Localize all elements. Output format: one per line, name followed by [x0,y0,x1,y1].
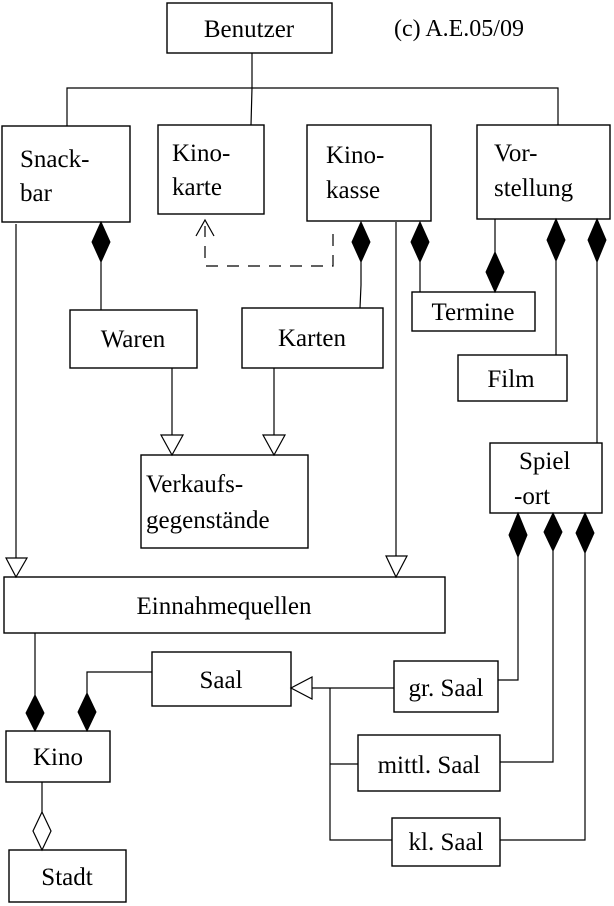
generalization-arrow-saal [289,676,313,700]
composition-diamond-spielort-kl-saal [575,511,595,555]
labels: (c) A.E.05/09 Benutzer Snack- bar Kino- … [20,16,577,891]
kino-label-line-1: Kino [33,744,83,771]
composition-diamond-vorstellung-termine [485,250,505,294]
composition-diamond-spielort-gr-saal [508,511,528,559]
karten-label-line-1: Karten [278,325,347,352]
composition-diamond-vorstellung-film [546,217,566,263]
benutzer-label: Benutzer [204,16,295,43]
kinokarte-label-line-2: karte [172,174,222,201]
stadt-label-line-1: Stadt [41,864,92,891]
connectors [15,53,598,841]
kinokasse-label-line-2: kasse [326,177,380,204]
termine-label-line-1: Termine [432,299,515,326]
benutzer-box [166,2,333,54]
composition-diamond-snackbar-waren [91,220,111,264]
composition-diamond-kino-einnahmequellen [25,693,45,733]
spielort-label-line-1: Spiel [519,448,570,475]
waren-box [69,309,198,369]
vorstellung-label-line-1: Vor- [494,140,537,167]
composition-diamond-vorstellung-spielort [587,217,607,264]
line-benutzer-snackbar [66,87,252,126]
vorstellung-box [476,124,611,220]
generalization-arrow-snackbar [5,557,29,579]
spielort-label-line-2: -ort [514,483,550,510]
einnahmequellen-label: Einnahmequellen [137,593,312,620]
karten-label: Karten [278,325,347,352]
generalization-arrow-kinokasse [385,555,408,579]
waren-label-line-1: Waren [101,326,166,353]
line-benutzer-vorstellung [252,87,559,125]
stadt-box [8,849,127,903]
kl-saal-box [391,817,501,867]
kinokarte-box [157,124,265,215]
kinokasse-label-line-1: Kino- [326,142,384,169]
film-label-line-1: Film [487,366,535,393]
spielort-label: Spiel -ort [514,448,577,510]
composition-diamond-kino-saal [77,691,97,733]
line-kinokasse-karten [359,262,362,309]
saal-label: Saal [199,667,242,694]
gr-saal-label: gr. Saal [409,675,484,702]
kinokasse-box [306,124,432,222]
vorstellung-label: Vor- stellung [494,140,574,202]
stadt-label: Stadt [41,864,92,891]
dependency-kinokasse-kinokarte [204,226,334,267]
line-spielort-mittl-saal [500,551,554,763]
mittl-saal-label-line-1: mittl. Saal [378,752,481,779]
karten-box [241,307,384,369]
dependency-arrow-head [195,218,215,237]
composition-diamond-kinokasse-termine [410,220,430,264]
snackbar-label-line-1: Snack- [20,146,89,173]
kl-saal-label-line-1: kl. Saal [409,829,484,856]
generalization-arrow-karten [261,434,287,457]
kinokarte-label-line-1: Kino- [172,140,230,167]
line-mittl-kl-saal-trunk [329,688,392,841]
termine-label: Termine [432,299,515,326]
spielort-box [489,442,603,514]
kinokarte-label: Kino- karte [172,140,237,201]
composition-diamond-spielort-mittl-saal [543,511,563,553]
saal-box [151,651,292,707]
composition-diamond-kinokasse-karten [351,220,371,264]
kl-saal-label: kl. Saal [409,829,484,856]
benutzer-label-line-1: Benutzer [204,16,295,43]
kino-label: Kino [33,744,83,771]
copyright-label: (c) A.E.05/09 [394,16,524,42]
mittl-saal-box [357,734,501,792]
saal-label-line-1: Saal [199,667,242,694]
film-label: Film [487,366,535,393]
generalization-arrow-waren [159,434,185,457]
line-spielort-kl-saal [500,553,586,841]
aggregation-diamond-kino-stadt [32,810,52,852]
line-benutzer-kinokarte [250,53,253,126]
gr-saal-box [393,660,499,713]
film-box [457,354,568,402]
verkaufsgegenstaende-label: Verkaufs- gegenstände [146,471,270,534]
kino-box [5,730,111,783]
markers [5,217,607,852]
verkaufsgegenstaende-label-line-2: gegenstände [146,507,270,534]
vorstellung-label-line-2: stellung [494,175,574,202]
waren-label: Waren [101,326,166,353]
line-spielort-gr-saal [498,557,519,681]
kinokasse-label: Kino- kasse [326,142,391,204]
termine-box [411,291,536,332]
snackbar-box [1,125,131,223]
verkaufsgegenstaende-box [140,454,309,549]
einnahmequellen-label-line-1: Einnahmequellen [137,593,312,620]
mittl-saal-label: mittl. Saal [378,752,481,779]
gr-saal-label-line-1: gr. Saal [409,675,484,702]
line-saal-kino [86,671,152,693]
snackbar-label-line-2: bar [20,180,53,207]
snackbar-label: Snack- bar [20,146,96,207]
verkaufsgegenstaende-label-line-1: Verkaufs- [146,471,243,498]
einnahmequellen-box [3,576,446,634]
